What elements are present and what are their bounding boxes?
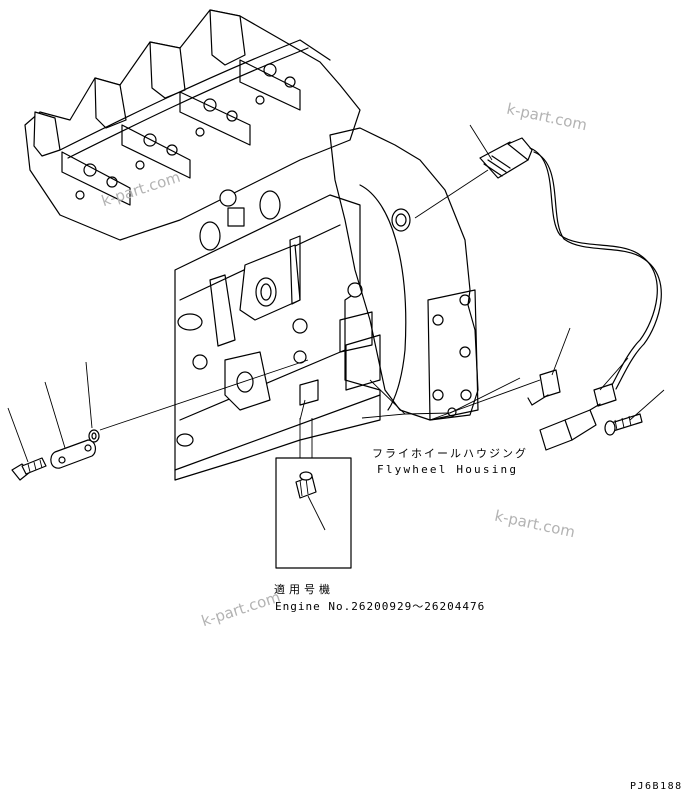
figure-code: PJ6B188 <box>630 781 683 792</box>
speed-sensor <box>414 137 662 451</box>
engine-serial-range: Engine No.26200929～26204476 <box>275 600 486 613</box>
cylinder-block <box>174 189 381 481</box>
flywheel-housing-label-jp: フライホイールハウジング <box>372 447 528 460</box>
applicable-serial-label: 適用号機 <box>274 583 334 596</box>
leader-lines <box>361 124 665 421</box>
flywheel-housing <box>329 127 479 421</box>
cylinder-head <box>24 9 361 241</box>
inset-detail <box>275 418 352 569</box>
flywheel-housing-label-en: Flywheel Housing <box>377 463 519 476</box>
bolt-washer-gasket <box>7 359 309 481</box>
